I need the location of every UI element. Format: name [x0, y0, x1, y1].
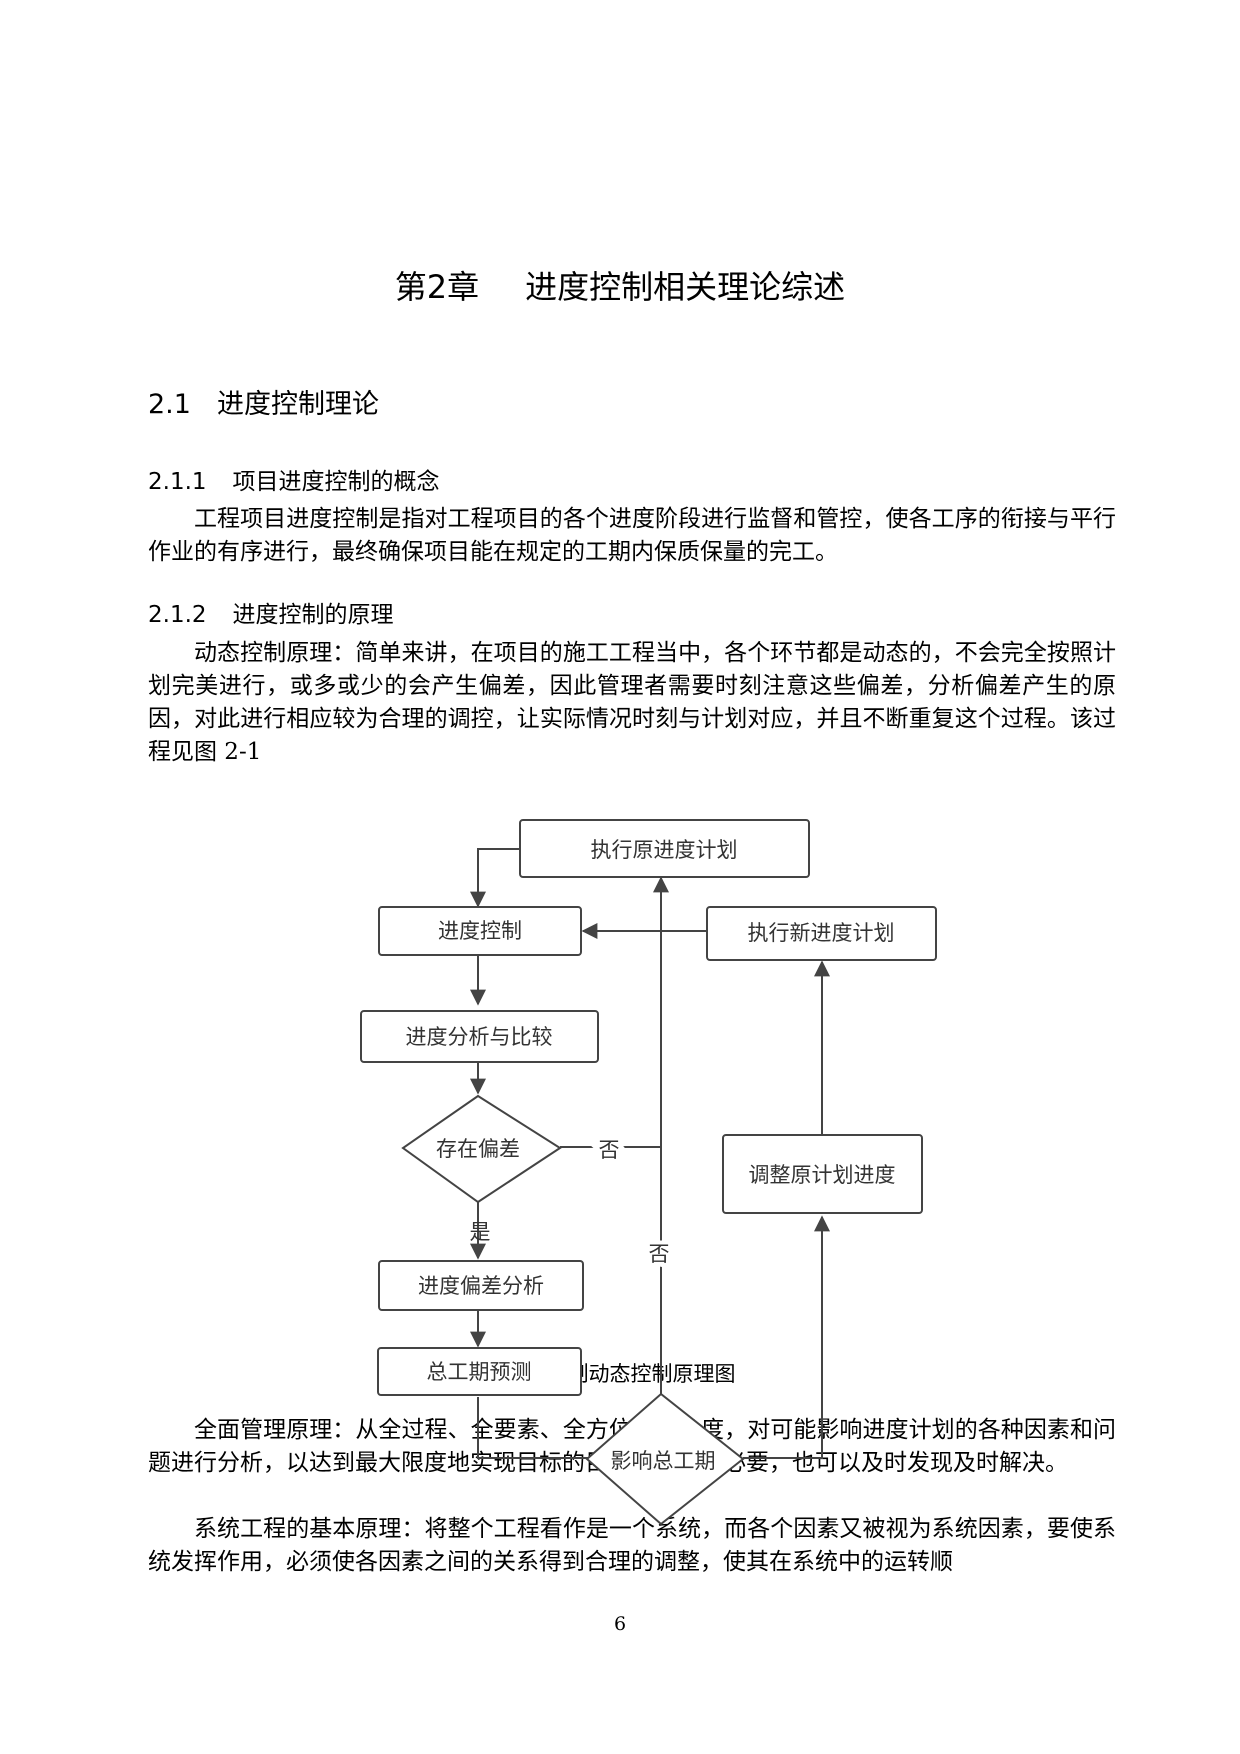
label-adjust-plan: 调整原计划进度 — [749, 1163, 896, 1187]
label-total-duration-forecast: 总工期预测 — [427, 1360, 532, 1384]
paragraph-systems-engineering: 系统工程的基本原理：将整个工程看作是一个系统，而各个因素又被视为系统因素，要使系… — [148, 1516, 1116, 1575]
subsection-heading-2: 2.1.2 进度控制的原理 — [148, 595, 394, 629]
box-execute-original-plan — [519, 819, 810, 878]
chapter-title-text: 进度控制相关理论综述 — [525, 268, 846, 306]
paragraph-principle: 动态控制原理：简单来讲，在项目的施工工程当中，各个环节都是动态的，不会完全按照计… — [148, 640, 1116, 765]
label-execute-original-plan: 执行原进度计划 — [591, 838, 738, 862]
box-deviation-analysis — [378, 1260, 584, 1311]
box-total-duration-forecast — [377, 1347, 582, 1396]
box-adjust-plan — [722, 1134, 923, 1214]
connector-start-to-control — [470, 848, 520, 908]
label-progress-control: 进度控制 — [438, 919, 522, 943]
paragraph-concept: 工程项目进度控制是指对工程项目的各个进度阶段进行监督和管控，使各工序的衔接与平行… — [148, 506, 1116, 565]
subsection-number-1: 2.1.1 — [148, 469, 207, 495]
label-affects-total-duration: 影响总工期 — [611, 1449, 716, 1473]
page-number: 6 — [613, 1613, 627, 1635]
connector-yes-to-adjust — [743, 1215, 830, 1459]
section-heading: 2.1 进度控制理论 — [148, 382, 379, 421]
box-execute-new-plan — [706, 906, 937, 961]
box-progress-control — [378, 906, 582, 956]
subsection-title-2: 进度控制的原理 — [232, 602, 394, 628]
connector-forecast-to-decision — [477, 1397, 598, 1459]
subsection-title-1: 项目进度控制的概念 — [232, 469, 440, 495]
chapter-title: 第2章 进度控制相关理论综述 — [0, 262, 1240, 308]
subsection-number-2: 2.1.2 — [148, 602, 207, 628]
label-has-deviation: 存在偏差 — [436, 1137, 520, 1161]
label-yes: 是 — [470, 1220, 491, 1244]
chapter-number: 第2章 — [394, 268, 480, 306]
box-progress-analysis — [360, 1010, 599, 1063]
diamond-has-deviation — [401, 1094, 562, 1204]
label-progress-analysis: 进度分析与比较 — [406, 1025, 553, 1049]
section-title: 进度控制理论 — [216, 389, 379, 420]
section-number: 2.1 — [148, 389, 191, 420]
label-deviation-analysis: 进度偏差分析 — [418, 1274, 544, 1298]
subsection-heading-1: 2.1.1 项目进度控制的概念 — [148, 462, 440, 496]
label-no-2: 否 — [649, 1242, 670, 1266]
diamond-affects-total-duration — [585, 1392, 745, 1526]
label-no-1: 否 — [599, 1138, 620, 1162]
label-execute-new-plan: 执行新进度计划 — [748, 921, 895, 945]
